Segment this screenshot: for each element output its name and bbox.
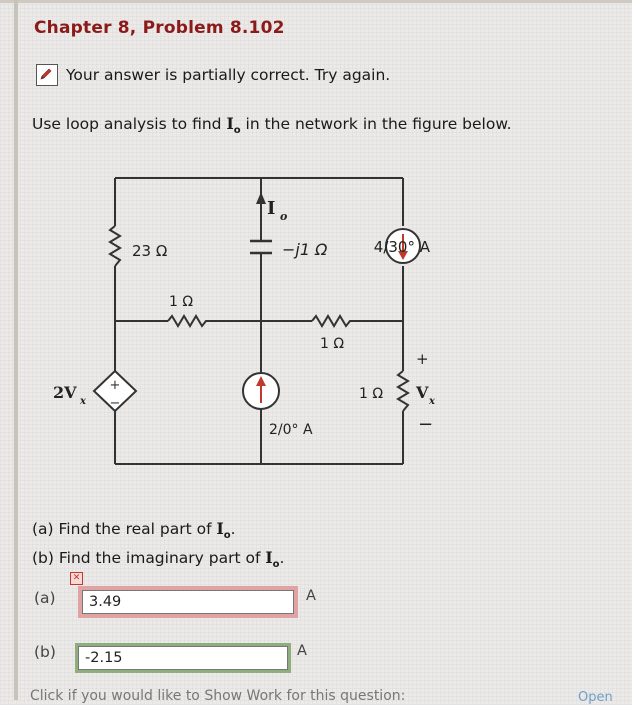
svg-text:2V: 2V (53, 383, 77, 402)
svg-text:V: V (415, 383, 429, 402)
show-work-text: Click if you would like to Show Work for… (30, 688, 406, 704)
svg-text:o: o (280, 210, 287, 223)
pencil-icon (36, 64, 58, 86)
capacitor (250, 239, 272, 255)
io-arrow (256, 192, 266, 204)
svg-text:+: + (110, 378, 121, 393)
circuit-diagram: + − 23 Ω −j1 Ω 4/30° A 1 Ω 1 Ω 1 Ω 2/0° … (53, 177, 436, 465)
svg-text:x: x (79, 396, 87, 407)
instruction-var: I (226, 114, 234, 133)
answer-b-input[interactable] (78, 646, 288, 670)
answer-a-input[interactable] (82, 590, 294, 614)
x-icon: ✕ (70, 572, 83, 585)
svg-text:−j1 Ω: −j1 Ω (282, 240, 328, 259)
dependent-source (92, 369, 138, 413)
instruction-text: Use loop analysis to find Io in the netw… (32, 114, 512, 137)
part-b-text: (b) Find the imaginary part of Io. (32, 548, 285, 571)
problem-title: Chapter 8, Problem 8.102 (34, 18, 285, 38)
part-a-text: (a) Find the real part of Io. (32, 519, 236, 542)
feedback-text: Your answer is partially correct. Try ag… (66, 66, 391, 84)
answer-b-label: (b) (34, 643, 56, 661)
svg-text:−: − (418, 414, 433, 435)
svg-text:−: − (110, 396, 121, 411)
svg-text:1 Ω: 1 Ω (320, 336, 344, 352)
svg-text:I: I (267, 198, 275, 219)
resistor-mid-right (311, 314, 354, 328)
answer-a-label: (a) (34, 589, 56, 607)
svg-text:23 Ω: 23 Ω (132, 242, 167, 260)
resistor-right (396, 370, 410, 412)
svg-text:2/0° A: 2/0° A (269, 422, 313, 438)
svg-text:+: + (416, 350, 429, 368)
feedback-message: Your answer is partially correct. Try ag… (36, 64, 390, 86)
resistor-mid-left (167, 314, 210, 328)
answer-b-unit: A (297, 643, 307, 659)
resistor-23 (108, 225, 122, 267)
svg-text:x: x (428, 396, 436, 407)
svg-text:1 Ω: 1 Ω (169, 294, 193, 310)
svg-text:4/30° A: 4/30° A (374, 238, 431, 256)
top-border (0, 0, 632, 3)
svg-text:1 Ω: 1 Ω (359, 386, 383, 402)
question-parts: (a) Find the real part of Io. (b) Find t… (32, 518, 284, 576)
left-border (14, 0, 18, 700)
open-link[interactable]: Open (578, 690, 613, 705)
answer-a-unit: A (306, 588, 316, 604)
